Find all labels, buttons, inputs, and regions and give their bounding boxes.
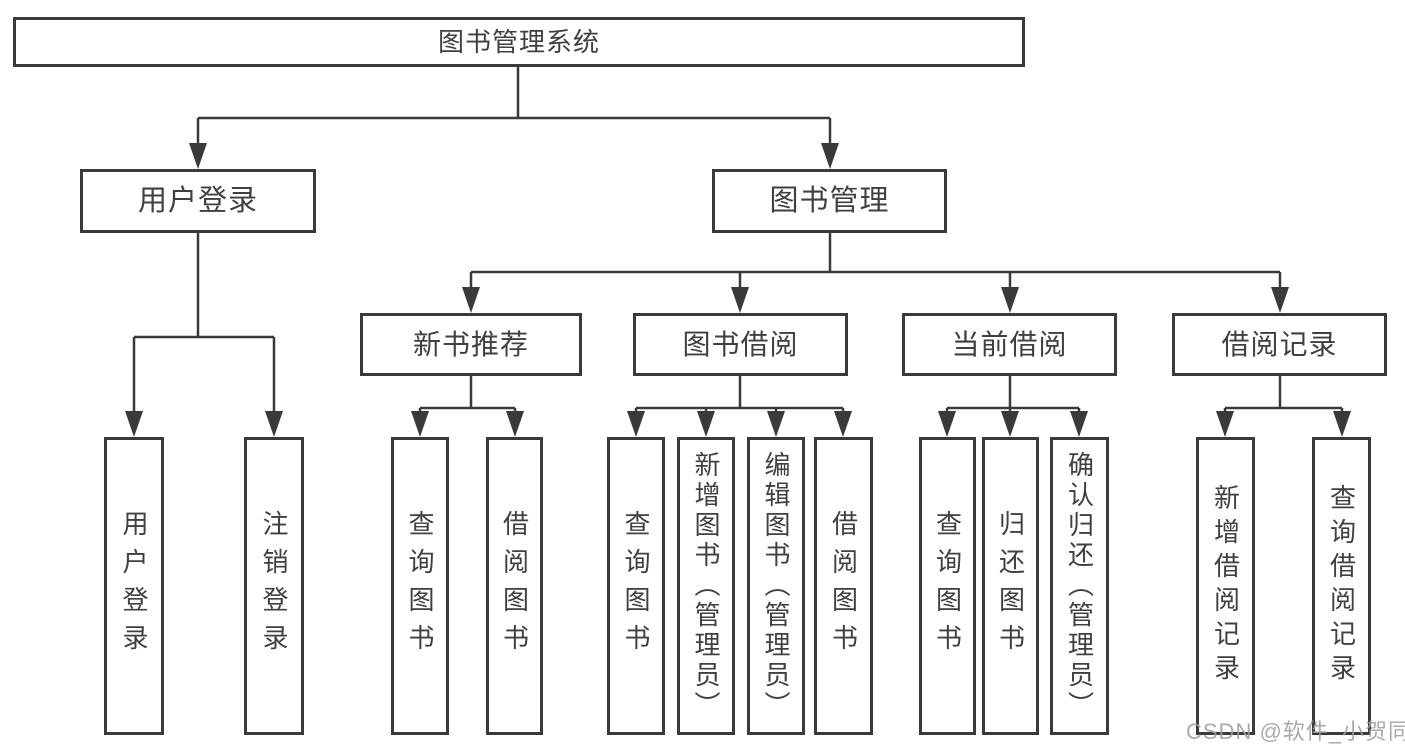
leaf-query-borrow-record: 查询借阅记录 — [1312, 437, 1371, 735]
node-label: 查询图书 — [405, 510, 435, 662]
leaf-add-borrow-record: 新增借阅记录 — [1196, 437, 1255, 735]
node-label: 借阅记录 — [1221, 328, 1338, 360]
node-label: 图书借阅 — [682, 328, 799, 360]
leaf-query-books-newbook: 查询图书 — [391, 437, 449, 735]
leaf-user-login: 用户登录 — [104, 437, 164, 735]
node-label: 当前借阅 — [951, 328, 1068, 360]
leaf-query-books-borrowing: 查询图书 — [607, 437, 665, 735]
leaf-logout: 注销登录 — [244, 437, 304, 735]
node-library-management-system: 图书管理系统 — [13, 17, 1025, 67]
node-label: 借阅图书 — [499, 510, 530, 662]
node-current-borrowing: 当前借阅 — [902, 313, 1117, 376]
csdn-watermark: CSDN @软件_小贺同学 — [1186, 719, 1405, 744]
node-new-book-recommendation: 新书推荐 — [360, 313, 582, 376]
node-label: 用户登录 — [119, 510, 149, 662]
node-user-login: 用户登录 — [80, 169, 316, 233]
node-label: 查询图书 — [621, 510, 651, 662]
node-borrowing-records: 借阅记录 — [1172, 313, 1387, 376]
node-book-management: 图书管理 — [712, 169, 947, 233]
leaf-edit-book-admin: 编辑图书（管理员） — [747, 437, 805, 735]
node-label: 用户登录 — [137, 184, 258, 217]
node-label: 查询借阅记录 — [1326, 484, 1357, 688]
leaf-confirm-return-admin: 确认归还（管理员） — [1050, 437, 1109, 735]
node-label: 新书推荐 — [412, 328, 529, 360]
node-label: 查询图书 — [932, 510, 963, 662]
leaf-add-book-admin: 新增图书（管理员） — [677, 437, 735, 735]
node-label: 借阅图书 — [828, 510, 859, 662]
node-label: 新增借阅记录 — [1210, 484, 1241, 688]
leaf-borrow-books-newbook: 借阅图书 — [486, 437, 543, 735]
node-label: 注销登录 — [259, 510, 289, 662]
node-label: 归还图书 — [995, 510, 1026, 662]
leaf-borrow-books-borrowing: 借阅图书 — [814, 437, 873, 735]
node-label: 确认归还（管理员） — [1064, 451, 1095, 721]
node-label: 图书管理系统 — [437, 27, 600, 57]
leaf-query-books-current: 查询图书 — [919, 437, 976, 735]
node-label: 编辑图书（管理员） — [761, 451, 791, 721]
arrowheads — [125, 143, 1351, 437]
leaf-return-books: 归还图书 — [982, 437, 1039, 735]
node-label: 图书管理 — [769, 184, 890, 217]
node-label: 新增图书（管理员） — [691, 451, 721, 721]
node-book-borrowing: 图书借阅 — [633, 313, 848, 376]
